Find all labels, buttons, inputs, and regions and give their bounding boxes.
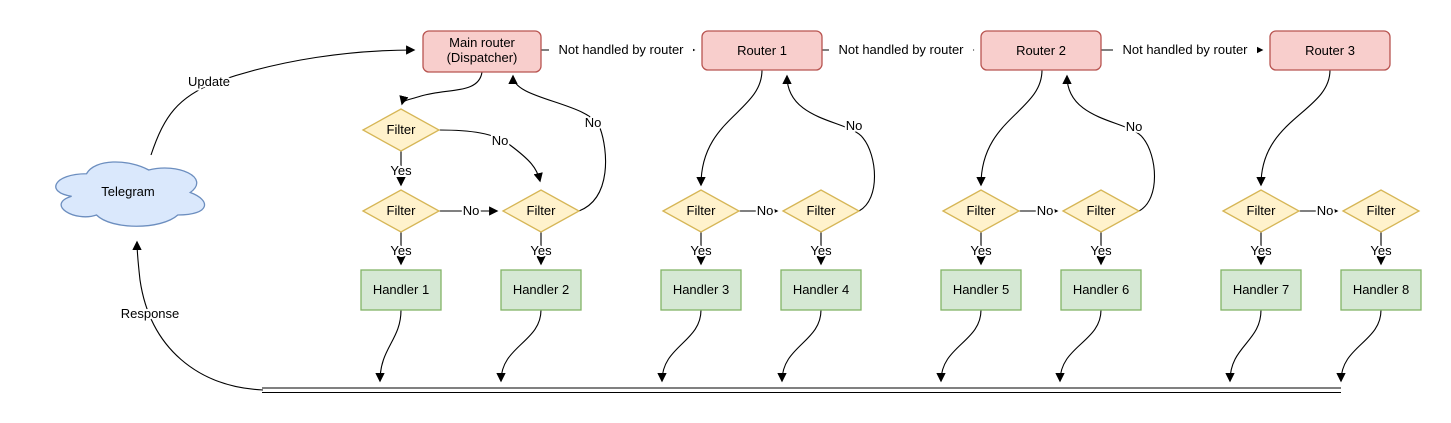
filter2-no-return-edge xyxy=(508,74,607,212)
filter-node xyxy=(361,189,441,233)
yes-label: Yes xyxy=(690,243,712,258)
filter-label: Filter xyxy=(387,203,417,218)
router-2-label: Router 2 xyxy=(1016,43,1066,58)
nodes: Telegram Main router (Dispatcher) Router… xyxy=(55,30,1422,311)
yes-label: Yes xyxy=(390,243,412,258)
handler6-out-edge xyxy=(1055,309,1102,383)
handler-3-label: Handler 3 xyxy=(673,282,729,297)
yes-label: Yes xyxy=(1250,243,1272,258)
filter-node xyxy=(941,189,1021,233)
filter-node xyxy=(1061,189,1141,233)
filter-label: Filter xyxy=(687,203,717,218)
filter4-no-return-edge xyxy=(782,74,876,212)
handler-7-label: Handler 7 xyxy=(1233,282,1289,297)
edges xyxy=(132,45,1386,394)
main-router-label-line2: (Dispatcher) xyxy=(447,50,518,65)
filter6-no-return-edge xyxy=(1062,74,1156,212)
router1-to-filter3-edge xyxy=(696,69,763,187)
not-handled-label-1: Not handled by router xyxy=(558,42,684,57)
handler-4-node xyxy=(780,269,862,311)
filter-label: Filter xyxy=(1087,203,1117,218)
handler-6-label: Handler 6 xyxy=(1073,282,1129,297)
telegram-label: Telegram xyxy=(101,184,154,199)
filter-node xyxy=(661,189,741,233)
no-label: No xyxy=(463,203,480,218)
not-handled-label-2: Not handled by router xyxy=(838,42,964,57)
handler-7-node xyxy=(1220,269,1302,311)
handler-1-node xyxy=(360,269,442,311)
filter-node xyxy=(361,108,441,152)
handler-2-node xyxy=(500,269,582,311)
router2-to-filter5-edge xyxy=(976,69,1043,187)
no-label: No xyxy=(1126,119,1143,134)
handler-4-label: Handler 4 xyxy=(793,282,849,297)
router-2-node xyxy=(980,30,1102,71)
dispatcher-to-filter0-edge xyxy=(399,71,483,106)
handler-5-node xyxy=(940,269,1022,311)
router3-to-filter7-edge xyxy=(1256,69,1331,187)
no-label: No xyxy=(846,118,863,133)
no-label: No xyxy=(757,203,774,218)
filter-node xyxy=(1221,189,1301,233)
no-label: No xyxy=(492,133,509,148)
handler-6-node xyxy=(1060,269,1142,311)
handler-5-label: Handler 5 xyxy=(953,282,1009,297)
no-label: No xyxy=(585,115,602,130)
filter-node xyxy=(501,189,581,233)
handler7-out-edge xyxy=(1225,309,1262,383)
handler-8-label: Handler 8 xyxy=(1353,282,1409,297)
filter-label: Filter xyxy=(807,203,837,218)
router-1-node xyxy=(701,30,823,71)
router-3-node xyxy=(1269,30,1391,71)
main-router-node xyxy=(422,30,542,73)
yes-label: Yes xyxy=(1370,243,1392,258)
handler8-out-edge xyxy=(1336,309,1382,383)
main-router-label-line1: Main router xyxy=(449,35,515,50)
handler-3-node xyxy=(660,269,742,311)
router-1-label: Router 1 xyxy=(737,43,787,58)
yes-label: Yes xyxy=(1090,243,1112,258)
filter-label: Filter xyxy=(387,122,417,137)
telegram-cloud xyxy=(55,161,206,227)
yes-label: Yes xyxy=(810,243,832,258)
filter-label: Filter xyxy=(1367,203,1397,218)
handler5-out-edge xyxy=(936,309,982,383)
handler4-out-edge xyxy=(777,309,822,383)
handler-2-label: Handler 2 xyxy=(513,282,569,297)
response-edge xyxy=(132,240,264,391)
handler-1-label: Handler 1 xyxy=(373,282,429,297)
filter-node xyxy=(781,189,861,233)
update-label: Update xyxy=(188,74,230,89)
edge-labels: Update Response Not handled by router No… xyxy=(119,40,1394,323)
filter-label: Filter xyxy=(527,203,557,218)
update-edge xyxy=(150,45,416,156)
filter0-no-edge xyxy=(438,129,543,183)
response-label: Response xyxy=(121,306,180,321)
not-handled-label-bg xyxy=(829,43,973,57)
no-label: No xyxy=(1317,203,1334,218)
no-label: No xyxy=(1037,203,1054,218)
not-handled-label-bg xyxy=(549,43,693,57)
handler-8-node xyxy=(1340,269,1422,311)
router-3-label: Router 3 xyxy=(1305,43,1355,58)
handler2-out-edge xyxy=(496,309,542,383)
yes-label: Yes xyxy=(390,163,412,178)
yes-label: Yes xyxy=(970,243,992,258)
filter-node xyxy=(1341,189,1421,233)
handler1-out-edge xyxy=(375,309,402,383)
not-handled-label-bg xyxy=(1113,43,1257,57)
not-handled-label-3: Not handled by router xyxy=(1122,42,1248,57)
filter-label: Filter xyxy=(967,203,997,218)
filter-label: Filter xyxy=(1247,203,1277,218)
yes-label: Yes xyxy=(530,243,552,258)
handler3-out-edge xyxy=(657,309,702,383)
